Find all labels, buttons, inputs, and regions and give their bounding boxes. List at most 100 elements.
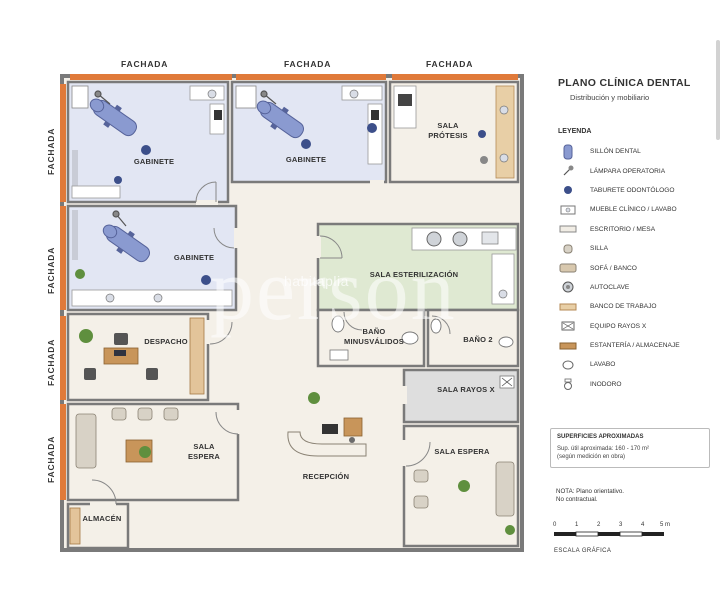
almacen-furniture [69, 507, 81, 545]
label-sala-protesis-1: SALA [437, 121, 459, 130]
desk-icon [558, 222, 578, 236]
legend-label: INODORO [590, 380, 622, 388]
facade-label-left-4: FACHADA [46, 436, 56, 483]
label-bano-minus-1: BAÑO [363, 327, 386, 336]
label-sala-espera-2: ESPERA [188, 452, 220, 461]
xray-icon [499, 375, 515, 389]
sala-protesis-furniture [393, 85, 515, 179]
legend-item: ESCRITORIO / MESA [558, 220, 718, 239]
chair-icon [558, 242, 578, 256]
legend-item: MUEBLE CLÍNICO / LAVABO [558, 200, 718, 219]
legend-label: TABURETE ODONTÓLOGO [590, 186, 675, 194]
door-swings [91, 181, 451, 505]
shelf-icon [558, 339, 578, 353]
autoclave-icon [426, 231, 442, 247]
surfaces-text: Sup. útil aproximada: 160 - 170 m² (segú… [557, 445, 707, 461]
legend-label: MUEBLE CLÍNICO / LAVABO [590, 206, 677, 214]
scale-caption: ESCALA GRÁFICA [554, 548, 612, 554]
bano-2-furniture [430, 318, 514, 348]
legend-item: SOFÁ / BANCO [558, 258, 718, 277]
label-bano-minus-2: MINUSVÁLIDOS [344, 337, 404, 346]
legend-label: SOFÁ / BANCO [590, 264, 637, 272]
facade-strips [60, 74, 518, 500]
info-panel: PLANO CLÍNICA DENTAL Distribución y mobi… [548, 70, 720, 570]
recepcion-desk [287, 392, 367, 457]
scale-bar [554, 531, 664, 537]
sala-espera-right-furniture [413, 461, 515, 535]
gabinete-1-furniture [71, 85, 225, 199]
sink-icon [558, 358, 578, 372]
label-sala-espera-right: SALA ESPERA [434, 447, 490, 456]
legend-label: BANCO DE TRABAJO [590, 303, 657, 311]
sala-esterilizacion-furniture [411, 227, 517, 305]
gabinete-2-furniture [235, 85, 383, 165]
legend-label: LAVABO [590, 361, 616, 369]
legend-item: INODORO [558, 375, 718, 394]
scale-tick: 2 [597, 522, 601, 528]
surfaces-line-2: (según medición en obra) [557, 454, 626, 460]
scrollbar[interactable] [716, 40, 720, 140]
stool-icon [141, 145, 151, 155]
stool-icon [301, 139, 311, 149]
label-recepcion: RECEPCIÓN [303, 472, 349, 481]
gabinete-3-furniture [71, 210, 233, 307]
label-sala-protesis-2: PRÓTESIS [428, 131, 468, 140]
label-gabinete-1: GABINETE [134, 157, 174, 166]
surfaces-heading: SUPERFICIES APROXIMADAS [557, 434, 644, 440]
label-gabinete-3: GABINETE [174, 253, 214, 262]
legend-item: AUTOCLAVE [558, 278, 718, 297]
dental-chair-icon [89, 98, 137, 137]
legend-item: LAVABO [558, 355, 718, 374]
legend-label: LÁMPARA OPERATORIA [590, 167, 666, 175]
scale-tick: 0 [553, 522, 557, 528]
legend-item: ESTANTERÍA / ALMACENAJE [558, 336, 718, 355]
legend-label: SILLÓN DENTAL [590, 148, 641, 156]
autoclave-icon [452, 231, 468, 247]
scale-tick: 3 [619, 522, 623, 528]
autoclave-icon [558, 280, 578, 294]
legend-label: EQUIPO RAYOS X [590, 322, 647, 330]
door-openings [90, 180, 407, 507]
plan-title: PLANO CLÍNICA DENTAL [558, 77, 691, 89]
stool-icon [367, 123, 377, 133]
bano-minus-furniture [329, 315, 419, 361]
despacho-furniture [79, 317, 205, 395]
legend-label: AUTOCLAVE [590, 283, 630, 291]
note-line-1: NOTA: Plano orientativo. [556, 488, 624, 495]
label-sala-rayos-x: SALA RAYOS X [437, 385, 495, 394]
scale-tick: 5 m [660, 522, 671, 528]
legend-item: SILLA [558, 239, 718, 258]
facade-label-top-3: FACHADA [426, 59, 473, 69]
legend-label: SILLA [590, 245, 608, 253]
label-despacho: DESPACHO [144, 337, 188, 346]
sala-espera-left-furniture [75, 407, 179, 469]
lamp-icon [558, 164, 578, 178]
scale-tick: 1 [575, 522, 579, 528]
dental-chair-icon [256, 100, 304, 139]
stool-icon [201, 275, 211, 285]
legend-item: BANCO DE TRABAJO [558, 297, 718, 316]
legend-label: ESCRITORIO / MESA [590, 225, 656, 233]
facade-label-left-1: FACHADA [46, 128, 56, 175]
workbench-icon [558, 300, 578, 314]
legend-list: SILLÓN DENTAL LÁMPARA OPERATORIA TABURET… [558, 142, 718, 394]
surfaces-line-1: Sup. útil aproximada: 160 - 170 m² [557, 446, 650, 452]
label-gabinete-2: GABINETE [286, 155, 326, 164]
legend-item: SILLÓN DENTAL [558, 142, 718, 161]
label-bano-2: BAÑO 2 [463, 335, 493, 344]
sofa-icon [558, 261, 578, 275]
label-sala-esterilizacion: SALA ESTERILIZACIÓN [370, 270, 459, 279]
legend-item: EQUIPO RAYOS X [558, 317, 718, 336]
label-almacen: ALMACÉN [83, 514, 122, 523]
legend-heading: LEYENDA [558, 128, 592, 135]
facade-label-top-2: FACHADA [284, 59, 331, 69]
facade-label-left-3: FACHADA [46, 339, 56, 386]
scale-tick: 4 [641, 522, 645, 528]
graphic-scale: 0 1 2 3 4 5 m ESCALA GRÁFICA [550, 520, 680, 560]
cabinet-icon [558, 203, 578, 217]
facade-label-left-2: FACHADA [46, 247, 56, 294]
dental-chair-icon [102, 224, 150, 263]
surfaces-box: SUPERFICIES APROXIMADAS Sup. útil aproxi… [550, 428, 710, 468]
toilet-icon [558, 377, 578, 391]
